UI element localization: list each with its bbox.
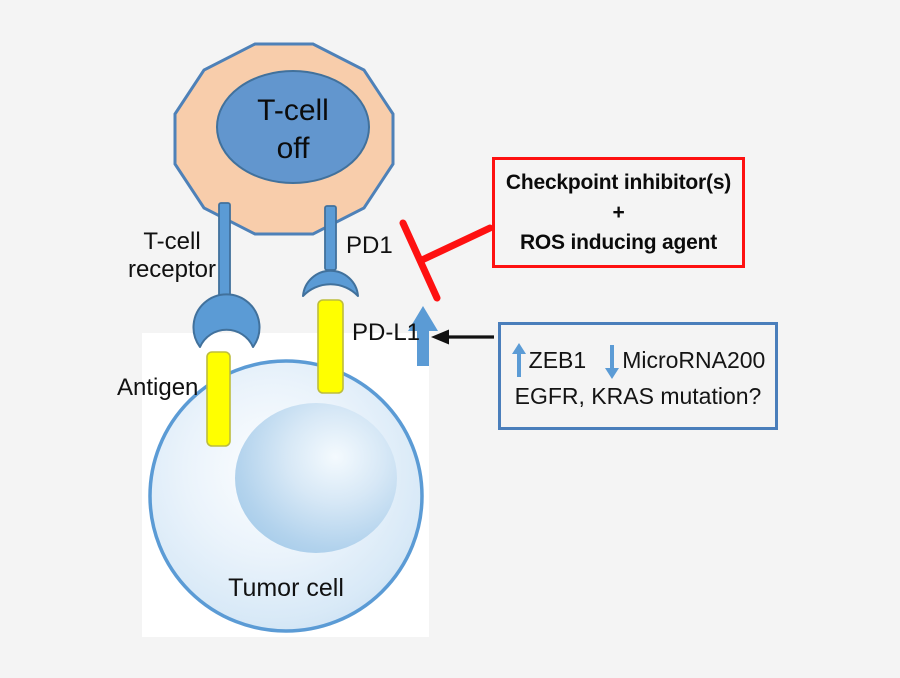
pd1-receptor-cup [302,269,359,297]
t-cell-state-line1: T-cell [257,94,329,127]
t-cell-receptor-cup [192,293,261,348]
checkpoint-inhibitor-line3: ROS inducing agent [519,230,718,254]
checkpoint-inhibitor-box: Checkpoint inhibitor(s) + ROS inducing a… [492,157,745,268]
mechanism-box-row1: ZEB1 MicroRNA200 [511,342,766,379]
t-cell-state-label: T-cell off [213,92,373,167]
pd1-receptor-stalk [324,205,337,271]
t-cell-receptor-label: T-cell receptor [127,228,217,284]
zeb1-label: ZEB1 [528,347,587,373]
checkpoint-inhibitor-line1: Checkpoint inhibitor(s) [505,170,732,194]
pdl1-upregulation-up-arrow-icon [408,306,438,366]
antigen-label: Antigen [117,374,199,401]
microrna-down-arrow-icon [605,344,620,379]
antigen-molecule [206,351,231,447]
mechanism-box-row2: EGFR, KRAS mutation? [514,382,762,409]
mechanism-box: ZEB1 MicroRNA200 EGFR, KRAS mutation? [498,322,778,430]
pdl1-label: PD-L1 [352,319,421,346]
zeb1-up-arrow-icon [511,342,526,377]
pdl1-molecule [317,299,344,394]
tumor-cell-label: Tumor cell [228,574,344,602]
pointer-left-arrow-icon [431,329,494,345]
t-cell-nucleus [216,70,370,184]
tumor-cell-nucleus [235,403,397,553]
microrna-label: MicroRNA200 [622,347,766,373]
pd1-label: PD1 [346,232,393,259]
checkpoint-inhibitor-plus: + [612,200,625,224]
t-cell-state-line2: off [276,131,310,165]
inhibition-tbar-icon [399,219,494,302]
